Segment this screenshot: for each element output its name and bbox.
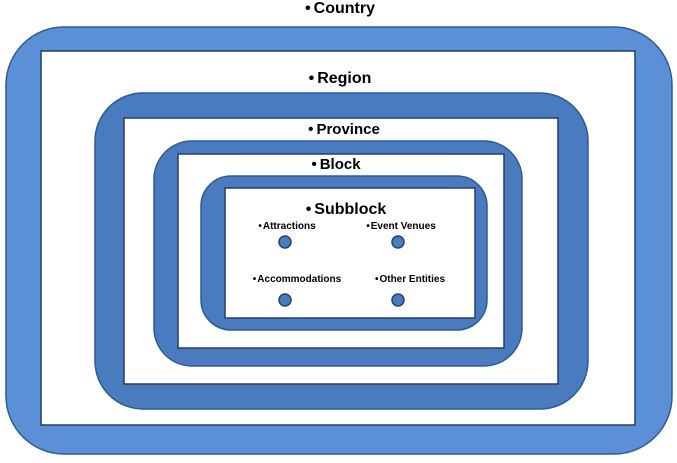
attractions-label: Attractions xyxy=(258,222,316,232)
accommodations-node xyxy=(278,293,292,307)
other-entities-label: Other Entities xyxy=(375,275,445,285)
block-label: Block xyxy=(311,157,361,172)
subblock-label: Subblock xyxy=(306,202,386,218)
province-label: Province xyxy=(308,122,379,137)
attractions-node xyxy=(278,235,292,249)
other-entities-node xyxy=(391,293,405,307)
country-label: Country xyxy=(305,1,375,17)
accommodations-label: Accommodations xyxy=(253,275,341,285)
region-label: Region xyxy=(309,71,371,87)
event-venues-label: Event Venues xyxy=(366,222,436,232)
event-venues-node xyxy=(391,235,405,249)
